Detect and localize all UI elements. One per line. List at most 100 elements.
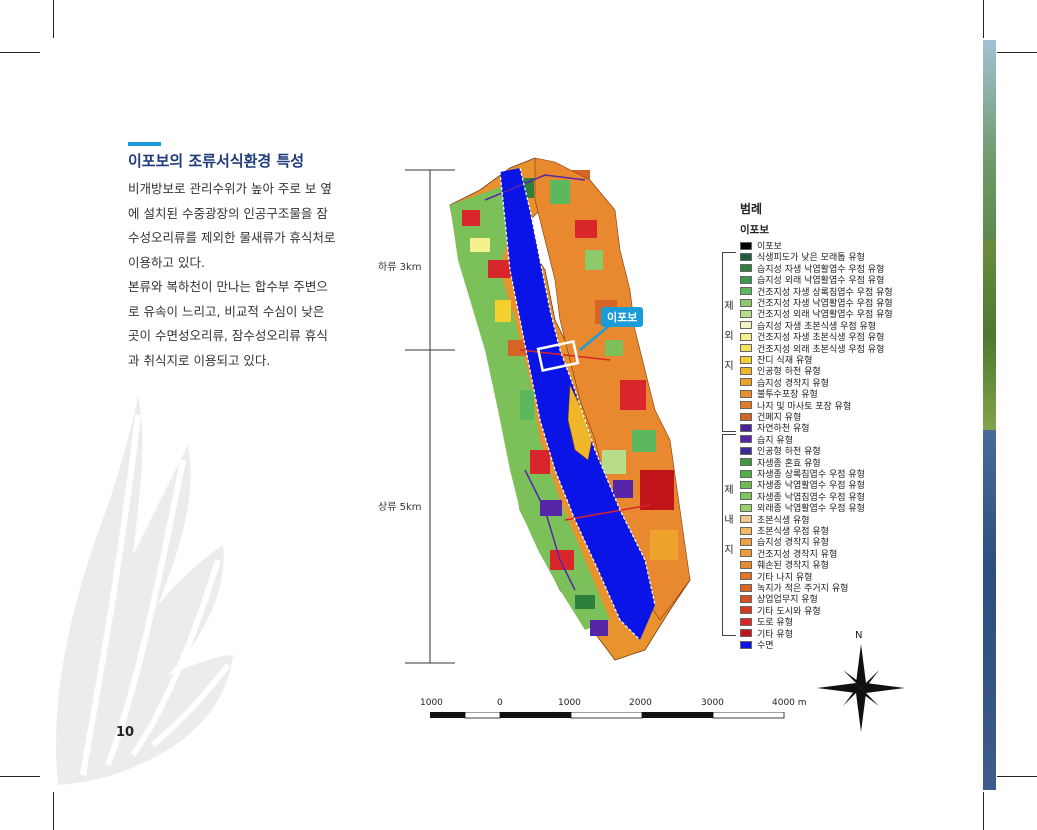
legend-item: 습지성 외래 낙엽활엽수 우점 유형 (740, 274, 884, 286)
legend-item: 건폐지 유형 (740, 411, 802, 423)
legend-item: 자연하천 유형 (740, 422, 810, 434)
legend-swatch (740, 503, 752, 512)
legend-swatch (740, 480, 752, 489)
legend-item-label: 건조지성 외래 낙엽활엽수 우점 유형 (757, 310, 893, 321)
legend-item-label: 습지성 자생 초본식생 우점 유형 (757, 321, 877, 332)
legend-item-label: 자생종 낙엽활엽수 우점 유형 (757, 481, 865, 492)
scalebar-label: 0 (497, 698, 503, 708)
legend-swatch (740, 275, 752, 284)
legend-swatch (740, 378, 752, 387)
legend-item: 건조지성 자생 낙엽활엽수 우점 유형 (740, 297, 893, 309)
ipobo-leader-line (579, 324, 611, 351)
legend-item-label: 건조지성 자생 초본식생 우점 유형 (757, 333, 885, 344)
legend-item-label: 녹지가 적은 주거지 유형 (757, 584, 849, 594)
legend-item-label: 도로 유형 (757, 618, 793, 629)
legend-item: 건조지성 외래 초본식생 우점 유형 (740, 343, 885, 355)
legend-item: 건조지성 자생 초본식생 우점 유형 (740, 331, 885, 344)
legend-item: 습지성 경작지 유형 (740, 377, 829, 389)
legend-item-label: 외래종 낙엽활엽수 우점 유형 (757, 504, 865, 515)
legend-swatch (740, 594, 752, 603)
title-accent-bar (128, 142, 161, 146)
crop-mark-tl-v (53, 0, 54, 38)
scalebar-label: 2000 (629, 698, 652, 708)
legend-swatch (740, 321, 752, 330)
legend-item: 초본식생 유형 (740, 514, 810, 526)
legend-item: 건조지성 경작지 유형 (740, 548, 838, 560)
legend-item: 훼손된 경작지 유형 (740, 559, 829, 571)
legend-item: 외래종 낙엽활엽수 우점 유형 (740, 502, 865, 515)
legend-swatch (740, 344, 752, 353)
legend-item-label: 건폐지 유형 (757, 413, 802, 423)
legend-swatch (740, 252, 752, 261)
legend-item-label: 초본식생 유형 (757, 515, 810, 526)
legend-swatch (740, 537, 752, 546)
legend-swatch (740, 606, 752, 615)
legend-group-outer-char-2: 외 (724, 331, 734, 342)
next-page-photo-strip (983, 40, 996, 790)
legend-item-label: 잔디 식재 유형 (757, 356, 813, 366)
legend-item: 습지 유형 (740, 434, 793, 446)
legend-item: 자생종 낙엽활엽수 우점 유형 (740, 479, 865, 492)
legend-swatch (740, 526, 752, 535)
legend-swatch (740, 309, 752, 318)
legend-swatch (740, 617, 752, 626)
land-cover-map (449, 157, 691, 661)
legend-swatch (740, 241, 752, 250)
legend-item: 이포보 (740, 240, 782, 252)
crop-mark-bl-v (53, 792, 54, 830)
legend-item-label: 자생종 혼효 유형 (757, 458, 821, 469)
legend-item-label: 기타 유형 (757, 629, 793, 640)
paragraph-1: 비개방보로 관리수위가 높아 주로 보 옆에 설치된 수중광장의 인공구조물을 … (128, 181, 336, 270)
legend-item: 도로 유형 (740, 616, 793, 629)
legend-item-label: 건조지성 경작지 유형 (757, 549, 838, 560)
legend-swatch (740, 549, 752, 558)
ipobo-dam-marker (536, 340, 580, 372)
legend-bracket-outer (722, 252, 736, 432)
scalebar-label: 3000 (701, 698, 724, 708)
legend-item: 식생피도가 낮은 모래톱 유형 (740, 251, 865, 264)
legend-item: 건조지성 자생 상록침엽수 우점 유형 (740, 286, 893, 298)
legend-swatch (740, 264, 752, 273)
legend-swatch (740, 446, 752, 455)
legend-item-label: 초본식생 우점 유형 (757, 527, 829, 537)
legend-bracket-inner (722, 434, 736, 636)
legend-swatch (740, 423, 752, 432)
scalebar-label: 1000 (420, 698, 443, 708)
legend-item: 기타 유형 (740, 628, 793, 640)
legend-group-outer: 제 외 지 (724, 292, 734, 382)
legend-item: 자생종 혼효 유형 (740, 457, 821, 469)
legend-item: 기타 나지 유형 (740, 571, 813, 583)
crop-mark-tr-v (983, 0, 984, 38)
legend-swatch (740, 401, 752, 410)
legend-item-label: 건조지성 자생 상록침엽수 우점 유형 (757, 287, 893, 298)
crop-mark-br-v (983, 792, 984, 830)
legend-item: 건조지성 외래 낙엽활엽수 우점 유형 (740, 308, 893, 321)
legend-item-label: 식생피도가 낮은 모래톱 유형 (757, 253, 865, 264)
legend-swatch (740, 332, 752, 341)
legend-group-inner-char-1: 제 (724, 485, 734, 496)
legend-item: 자생종 상록침엽수 우점 유형 (740, 468, 865, 480)
distance-scale-bracket (405, 169, 455, 664)
section-title: 이포보의 조류서식환경 특성 (128, 152, 305, 170)
legend-item: 초본식생 우점 유형 (740, 525, 829, 537)
legend-item: 녹지가 적은 주거지 유형 (740, 582, 849, 594)
legend-group-outer-char-1: 제 (724, 301, 734, 312)
legend-item-label: 불투수포장 유형 (757, 390, 818, 401)
legend-item-label: 건조지성 외래 초본식생 우점 유형 (757, 344, 885, 355)
legend-swatch (740, 412, 752, 421)
scalebar-label: 4000 m (772, 698, 807, 708)
legend-title: 범례 (740, 202, 763, 216)
north-label: N (855, 630, 863, 641)
legend-item-label: 수면 (757, 641, 774, 651)
page-number: 10 (116, 725, 135, 740)
wing-watermark (56, 395, 233, 785)
legend-item-label: 습지성 자생 낙엽활엽수 우점 유형 (757, 264, 885, 275)
legend-swatch (740, 355, 752, 364)
upstream-distance-label: 상류 5km (378, 502, 422, 513)
legend-item: 기타 도시와 유형 (740, 605, 821, 617)
compass-rose-icon (817, 644, 905, 732)
legend-item-label: 기타 나지 유형 (757, 572, 813, 583)
legend-swatch (740, 560, 752, 569)
legend-item: 나지 및 마사토 포장 유형 (740, 400, 851, 412)
legend-item: 습지성 경작지 유형 (740, 536, 829, 548)
